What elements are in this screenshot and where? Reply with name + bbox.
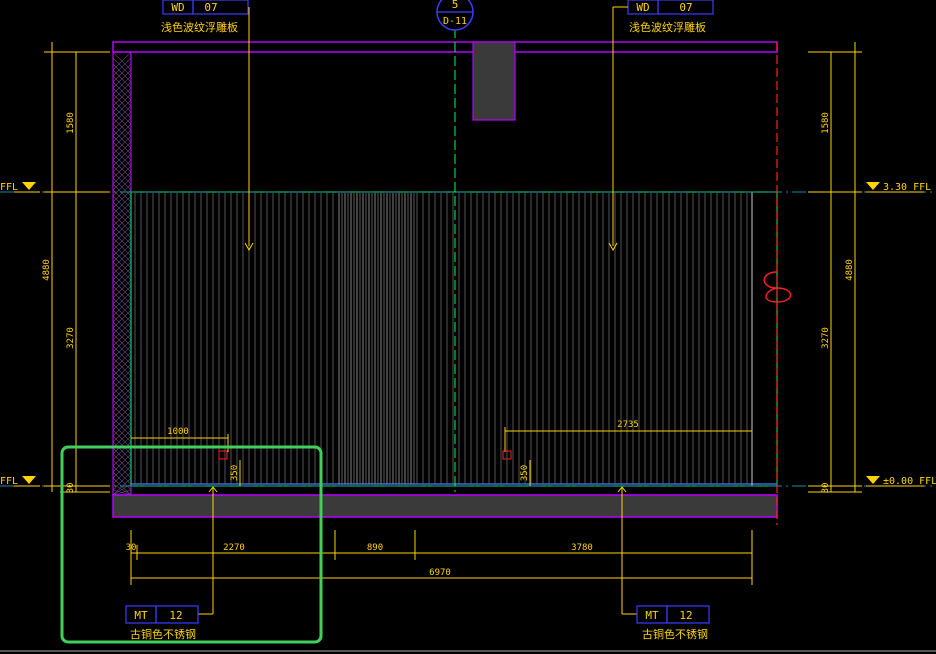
material-tag-bottom-right: MT 12 古铜色不锈钢 <box>617 486 710 641</box>
horizontal-dims-below <box>130 530 753 585</box>
selection-highlight[interactable] <box>60 445 323 644</box>
break-symbol <box>763 271 792 303</box>
section-sheet: D-11 <box>443 16 467 27</box>
ceiling-slab <box>112 41 778 53</box>
dim-label: 3780 <box>571 543 593 553</box>
panel-flutes <box>134 193 748 484</box>
level-marker-right-lower: ±0.00 FFL <box>866 476 936 487</box>
dim-label: 2735 <box>617 420 639 430</box>
dim-label: 4880 <box>845 259 855 281</box>
level-label: ±0.00 FFL <box>883 476 936 487</box>
section-number: 5 <box>452 0 459 11</box>
tag-code: WD <box>636 1 649 14</box>
dim-label: 1580 <box>821 112 831 134</box>
vertical-dims-left <box>44 42 110 493</box>
dim-label: 30 <box>66 483 76 494</box>
dim-label: 350 <box>520 465 530 481</box>
tag-description: 浅色波纹浮雕板 <box>161 20 238 34</box>
tag-code: WD <box>171 1 184 14</box>
section-tag: 5 D-11 <box>436 0 474 31</box>
dim-label: 3270 <box>66 327 76 349</box>
dim-label: 2270 <box>223 543 245 553</box>
wall-panel <box>130 191 778 487</box>
tag-code: MT <box>134 609 148 622</box>
level-marker-left-lower: FFL <box>0 476 40 487</box>
left-wall-hatch <box>112 51 132 496</box>
tag-number: 12 <box>169 609 182 622</box>
material-tag-bottom-left: MT 12 古铜色不锈钢 <box>125 486 218 641</box>
dim-label: 6970 <box>429 568 451 578</box>
dim-label: 30 <box>821 483 831 494</box>
tag-description: 古铜色不锈钢 <box>642 627 708 641</box>
level-marker-left-upper: FFL <box>0 182 40 193</box>
socket-marker-left <box>218 450 228 460</box>
small-dims <box>131 427 752 486</box>
dim-label: 1000 <box>167 427 189 437</box>
material-tag-top-right: WD 07 浅色波纹浮雕板 <box>608 0 714 252</box>
level-label: 3.30 FFL <box>883 182 931 193</box>
vertical-dims-right <box>808 42 862 493</box>
tag-number: 12 <box>679 609 692 622</box>
dim-label: 1580 <box>66 112 76 134</box>
dim-label: 350 <box>230 465 240 481</box>
dim-label: 890 <box>367 543 383 553</box>
beam-block <box>472 41 516 121</box>
dim-label: 4880 <box>42 259 52 281</box>
tag-description: 古铜色不锈钢 <box>130 627 196 641</box>
level-marker-right-upper: 3.30 FFL <box>866 182 931 193</box>
level-label: FFL <box>0 182 18 193</box>
level-label: FFL <box>0 476 18 487</box>
socket-marker-right <box>502 450 512 460</box>
material-tag-top-left: WD 07 浅色波纹浮雕板 <box>161 0 254 252</box>
tag-number: 07 <box>679 1 692 14</box>
tag-number: 07 <box>204 1 217 14</box>
tag-code: MT <box>645 609 659 622</box>
dim-label: 30 <box>126 543 137 553</box>
dim-label: 3270 <box>821 327 831 349</box>
tag-description: 浅色波纹浮雕板 <box>629 20 706 34</box>
